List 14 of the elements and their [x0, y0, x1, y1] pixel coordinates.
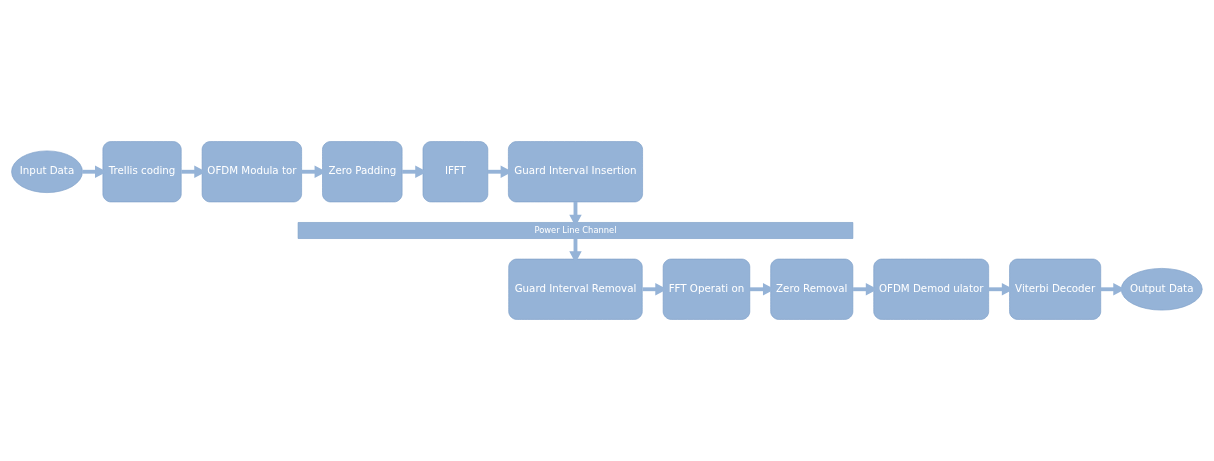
node-ellipse: Output Data	[1120, 268, 1203, 311]
node-box: IFFT	[422, 141, 489, 203]
node-box: Zero Padding	[322, 141, 403, 203]
arrow	[82, 165, 107, 178]
node-ellipse: Input Data	[11, 150, 83, 193]
node-box: Viterbi Decoder	[1009, 258, 1102, 320]
node-box: Guard Interval Insertion	[508, 141, 643, 203]
node-box: Guard Interval Removal	[508, 258, 643, 320]
node-box: OFDM Demod ulator	[873, 258, 989, 320]
node-box: Power Line Channel	[297, 222, 854, 239]
node-box: Trellis coding	[102, 141, 182, 203]
node-box: OFDM Modula tor	[201, 141, 302, 203]
node-box: FFT Operati on	[662, 258, 751, 320]
node-box: Zero Removal	[770, 258, 854, 320]
